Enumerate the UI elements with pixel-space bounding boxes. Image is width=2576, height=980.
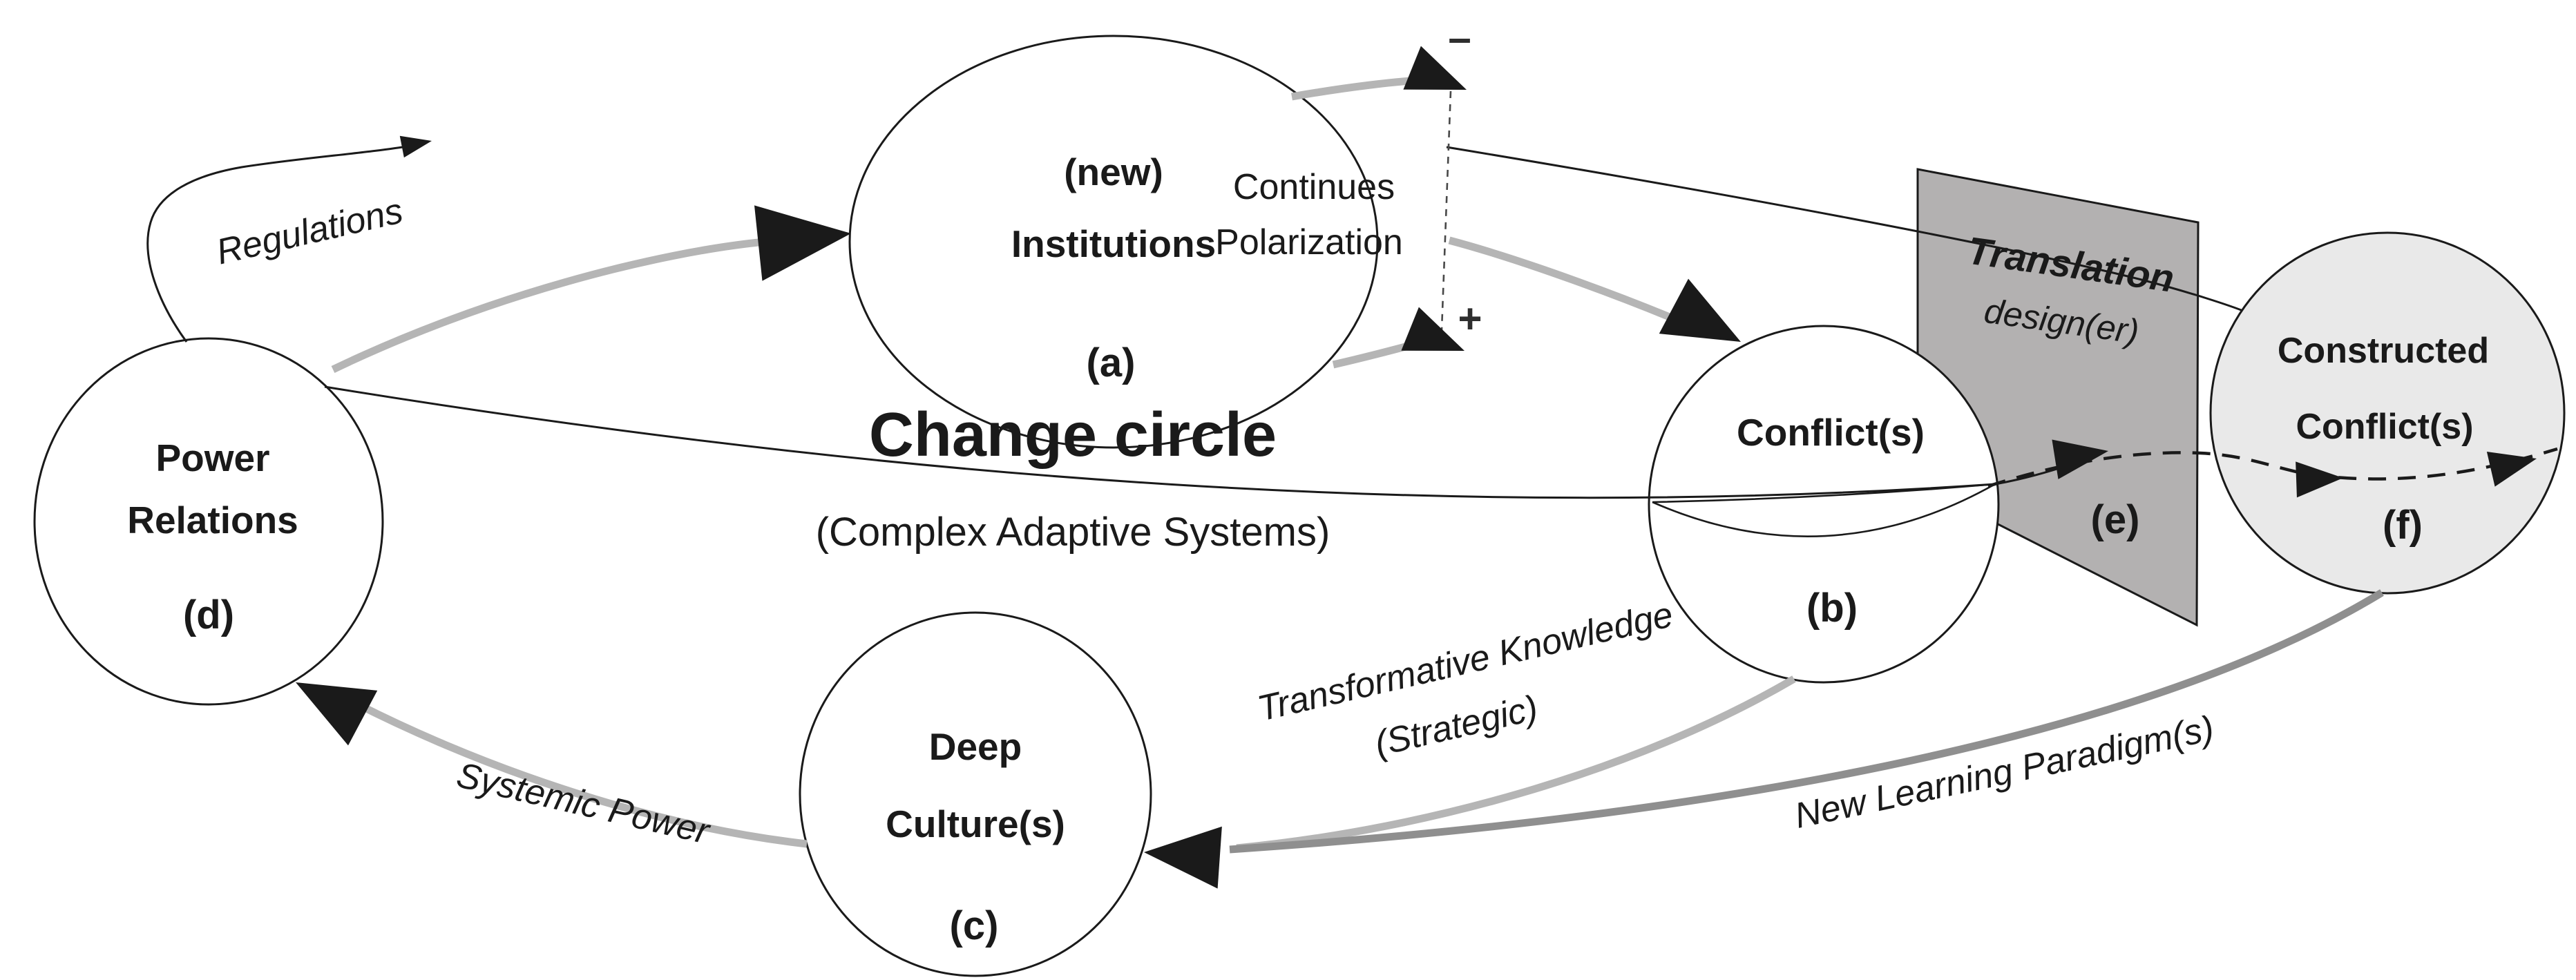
node-power-relations-circle: [33, 337, 384, 706]
power-to-institutions-arc: [331, 238, 766, 373]
power-relations-label-line2: Relations: [127, 499, 298, 541]
arrowhead-into-power-relations-icon: [296, 682, 378, 746]
node-conflicts-circle: [1648, 325, 2000, 684]
arrowhead-minus-icon: [1403, 46, 1467, 90]
change-loop-lens-upper: [1652, 483, 1996, 503]
node-constructed-conflicts-circle: [2209, 231, 2566, 595]
constructed-conflicts-label-line2: Conflict(s): [2296, 407, 2473, 447]
deep-cultures-label-line2: Culture(s): [886, 803, 1065, 845]
continues-polarization-label-line2: Polarization: [1215, 222, 1403, 262]
change-loop-lens-lower: [1652, 483, 1996, 537]
transformative-knowledge-label-line2: (Strategic): [1371, 688, 1542, 764]
arrowhead-into-institutions-icon: [754, 205, 851, 281]
node-deep-cultures-circle: [799, 611, 1152, 977]
polarization-dashed-link: [1440, 90, 1452, 331]
change-loop-lower-curve: [324, 385, 2102, 499]
regulations-label: Regulations: [213, 191, 407, 272]
arrowhead-dashed-in-plane-icon: [2052, 439, 2108, 479]
conflicts-to-deep-cultures-arc: [1236, 675, 1796, 852]
arrowhead-plus-icon: [1401, 307, 1464, 351]
node-institutions-circle: [848, 35, 1379, 449]
institutions-to-minus-arc: [1291, 76, 1422, 101]
polarization-plus-sign: +: [1458, 296, 1482, 342]
regulations-arrow-path: [146, 144, 412, 343]
polarization-minus-sign: –: [1448, 15, 1471, 61]
arrowhead-into-deep-cultures-icon: [1144, 826, 1222, 889]
arrowhead-into-conflicts-icon: [1659, 278, 1741, 342]
arrowhead-dashed-right-icon: [2486, 451, 2537, 487]
institutions-letter: (a): [1087, 340, 1136, 385]
diagram-title: Change circle: [869, 401, 1277, 470]
deep-cultures-letter: (c): [950, 903, 999, 948]
power-relations-label-line1: Power: [155, 436, 269, 479]
constructed-to-deep-cultures-arc: [1229, 589, 2384, 854]
polarization-to-conflicts-arc: [1448, 236, 1698, 332]
deep-cultures-to-power-arc: [340, 693, 808, 848]
continues-polarization-label-line1: Continues: [1233, 167, 1395, 207]
conflicts-letter: (b): [1806, 586, 1858, 631]
arrowhead-dashed-mid-icon: [2296, 461, 2343, 498]
systemic-power-label: Systemic Power: [453, 755, 715, 852]
constructed-conflicts-label-line1: Constructed: [2278, 331, 2489, 371]
translation-letter: (e): [2091, 497, 2140, 542]
diagram-subtitle: (Complex Adaptive Systems): [816, 510, 1330, 555]
arrowhead-regulations-icon: [399, 135, 432, 158]
change-loop-upper-curve: [1446, 146, 2247, 314]
institutions-label-line2: Institutions: [1011, 222, 1216, 265]
institutions-label-line1: (new): [1064, 151, 1163, 193]
power-relations-letter: (d): [183, 593, 234, 637]
deep-cultures-label-line1: Deep: [929, 725, 1022, 768]
constructed-conflicts-letter: (f): [2383, 503, 2423, 548]
conflicts-label: Conflict(s): [1737, 411, 1925, 454]
